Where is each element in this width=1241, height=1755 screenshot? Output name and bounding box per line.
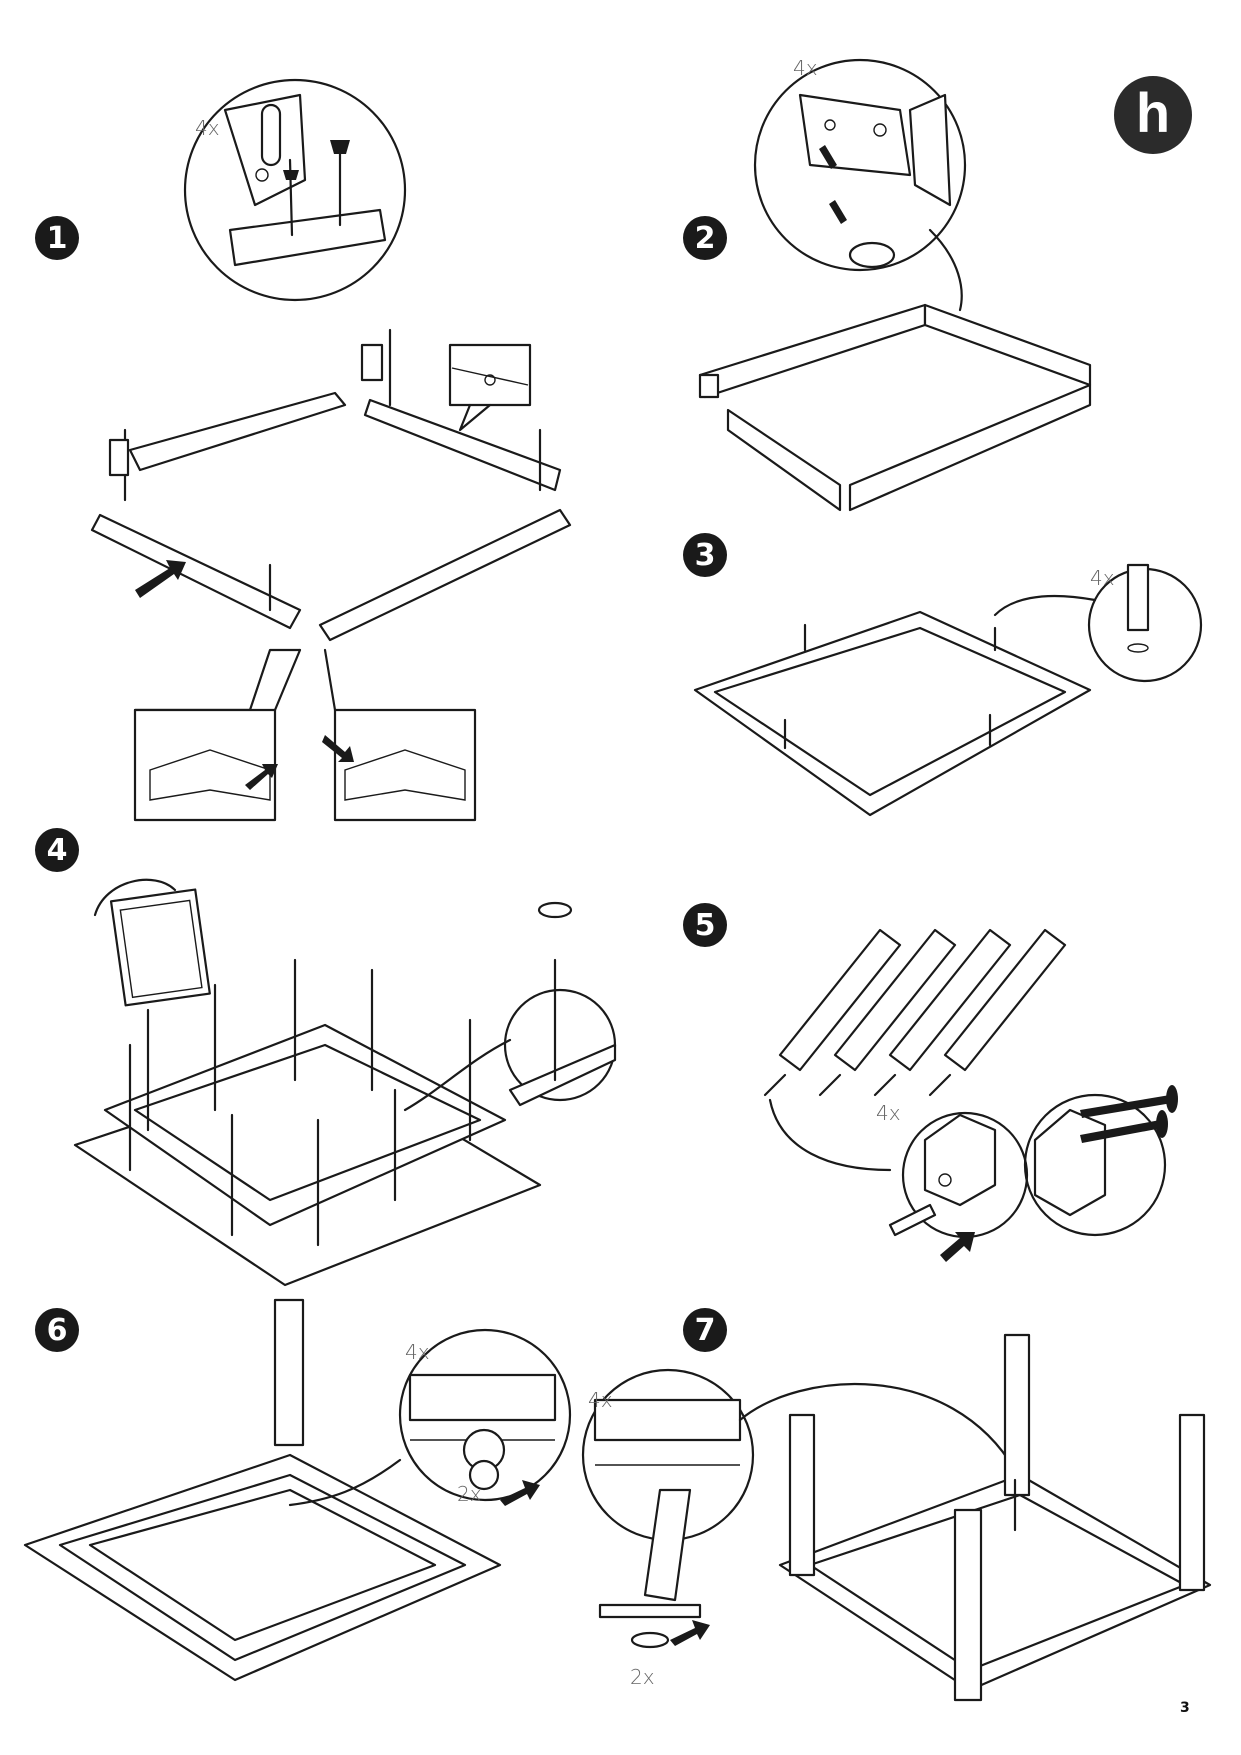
step-5-illustration <box>763 928 1178 1262</box>
step-2-number: 2 <box>680 213 730 263</box>
step-6-detail-circle <box>398 1328 572 1502</box>
step-3-quantity: 4x <box>1090 566 1115 590</box>
step-5-detail-circle-right <box>1023 1093 1167 1237</box>
step-7-illustration <box>581 1333 1212 1702</box>
step-3-number-text: 3 <box>695 538 716 573</box>
brand-logo: h <box>1114 76 1192 154</box>
step-4-number-text: 4 <box>47 833 68 868</box>
step-2-illustration <box>698 58 1092 512</box>
step-7-number-text: 7 <box>695 1313 716 1348</box>
step-3-number: 3 <box>680 530 730 580</box>
step-6-number-text: 6 <box>47 1313 68 1348</box>
step-6-number: 6 <box>32 1305 82 1355</box>
step-6-illustration <box>23 1298 572 1682</box>
step-1-number: 1 <box>32 213 82 263</box>
step-4-illustration <box>73 878 617 1287</box>
step-6-quantity: 4x <box>405 1340 430 1364</box>
step-1-illustration <box>90 78 572 822</box>
step-5-number: 5 <box>680 900 730 950</box>
page-number: 3 <box>1180 1700 1190 1716</box>
step-2-number-text: 2 <box>695 221 716 256</box>
step-4-number: 4 <box>32 825 82 875</box>
step-2-detail-circle <box>753 58 967 272</box>
step-3-illustration <box>693 563 1203 817</box>
step-1-quantity: 4x <box>195 116 220 140</box>
step-1-number-text: 1 <box>47 221 68 256</box>
step-7-number: 7 <box>680 1305 730 1355</box>
step-2-quantity: 4x <box>793 56 818 80</box>
step-6-secondary-quantity: 2x <box>457 1482 482 1506</box>
step-7-quantity: 4x <box>588 1388 613 1412</box>
brand-logo-icon: h <box>1114 76 1192 154</box>
step-1-detail-circle <box>183 78 407 302</box>
step-5-quantity: 4x <box>876 1101 901 1125</box>
logo-letter: h <box>1136 81 1170 144</box>
step-7-secondary-quantity: 2x <box>630 1665 655 1689</box>
step-5-number-text: 5 <box>695 908 716 943</box>
